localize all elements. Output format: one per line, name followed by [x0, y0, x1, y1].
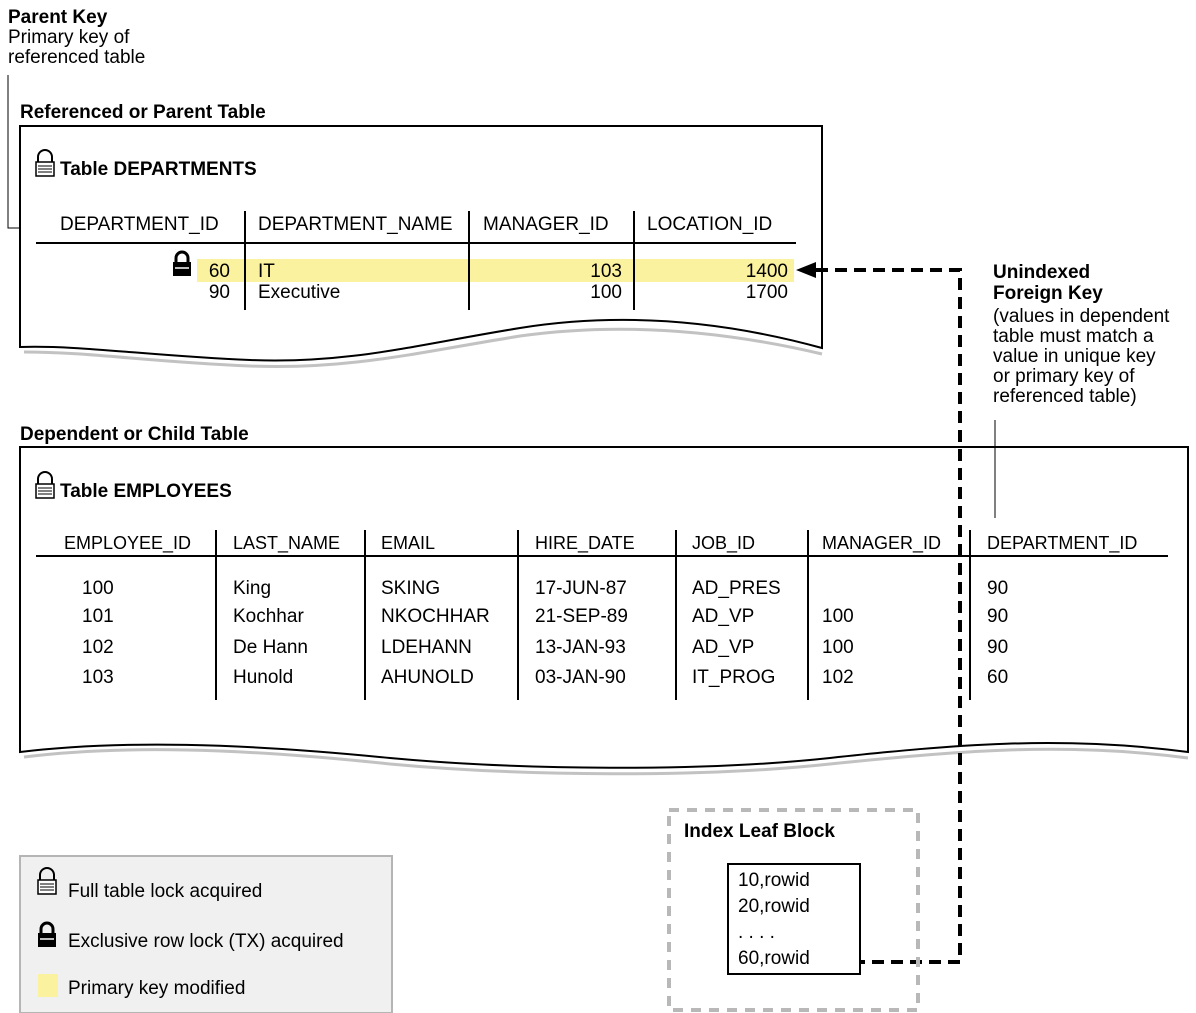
fk-arrowhead — [796, 262, 816, 278]
emp-cell: IT_PROG — [692, 667, 776, 688]
legend-highlight-swatch — [38, 974, 58, 997]
legend-label: Exclusive row lock (TX) acquired — [68, 931, 344, 952]
index-entry: 10,rowid — [738, 870, 810, 891]
dept-col-header: DEPARTMENT_ID — [60, 214, 219, 235]
emp-cell: King — [233, 578, 272, 599]
index-entries-box — [727, 863, 861, 975]
emp-cell: AD_VP — [692, 606, 755, 627]
emp-cell: SKING — [381, 578, 441, 599]
fk-title-2: Foreign Key — [993, 283, 1103, 304]
emp-col-header: JOB_ID — [692, 533, 756, 553]
index-entry: . . . . — [738, 922, 775, 943]
emp-col-header: EMAIL — [381, 533, 436, 553]
emp-col-header: EMPLOYEE_ID — [64, 533, 192, 553]
highlight-row-60 — [197, 259, 794, 282]
emp-cell: 100 — [822, 606, 854, 627]
fk-desc: (values in dependent — [993, 306, 1170, 327]
emp-cell: 03-JAN-90 — [535, 667, 626, 688]
dept-cell: 100 — [590, 282, 622, 303]
dept-col-header: LOCATION_ID — [647, 214, 773, 235]
emp-cell: 102 — [822, 667, 854, 688]
emp-cell: 100 — [82, 578, 114, 599]
employees-table-frame — [19, 446, 1189, 769]
emp-cell: AD_VP — [692, 637, 755, 658]
parent-key-line2: referenced table — [8, 47, 146, 68]
emp-cell: 60 — [987, 667, 1009, 688]
emp-col-header: MANAGER_ID — [822, 533, 942, 553]
emp-cell: 103 — [82, 667, 114, 688]
departments-table-shadow — [23, 327, 823, 369]
child-section-label: Dependent or Child Table — [20, 424, 249, 445]
dept-col-header: MANAGER_ID — [483, 214, 609, 235]
emp-cell: 90 — [987, 606, 1009, 627]
dept-cell: 1700 — [745, 282, 788, 303]
parent-key-connector — [7, 75, 20, 229]
parent-section-label: Referenced or Parent Table — [20, 102, 266, 123]
emp-cell: 101 — [82, 606, 114, 627]
emp-cell: 102 — [82, 637, 114, 658]
emp-cell: 90 — [987, 637, 1009, 658]
emp-cell: 90 — [987, 578, 1009, 599]
emp-col-header: DEPARTMENT_ID — [987, 533, 1138, 553]
employees-title: Table EMPLOYEES — [60, 481, 232, 502]
emp-cell: Hunold — [233, 667, 294, 688]
legend-label: Primary key modified — [68, 978, 246, 999]
emp-cell: LDEHANN — [381, 637, 472, 658]
parent-key-title: Parent Key — [8, 7, 108, 28]
fk-desc: or primary key of — [993, 366, 1135, 387]
departments-title: Table DEPARTMENTS — [60, 159, 257, 180]
dept-col-header: DEPARTMENT_NAME — [258, 214, 453, 235]
employees-table-shadow — [23, 747, 1189, 776]
dept-cell: 90 — [208, 282, 230, 303]
fk-desc: referenced table) — [993, 386, 1137, 407]
emp-cell: 100 — [822, 637, 854, 658]
legend-label: Full table lock acquired — [68, 881, 263, 902]
parent-key-line1: Primary key of — [8, 27, 130, 48]
emp-col-header: HIRE_DATE — [535, 533, 635, 553]
emp-cell: 13-JAN-93 — [535, 637, 626, 658]
index-leaf-block-frame — [667, 808, 920, 1012]
fk-desc: table must match a — [993, 326, 1154, 347]
dept-cell: 60 — [208, 261, 230, 282]
emp-col-header: LAST_NAME — [233, 533, 341, 553]
emp-cell: De Hann — [233, 637, 308, 658]
dept-cell: IT — [258, 261, 275, 282]
emp-cell: AHUNOLD — [381, 667, 474, 688]
emp-cell: 21-SEP-89 — [535, 606, 628, 627]
fk-desc: value in unique key — [993, 346, 1156, 367]
legend-box — [19, 855, 393, 1013]
index-entry: 60,rowid — [738, 948, 810, 969]
emp-cell: 17-JUN-87 — [535, 578, 627, 599]
fk-dashed-connector — [812, 268, 962, 964]
dept-cell: Executive — [258, 282, 341, 303]
index-leaf-block-title: Index Leaf Block — [684, 821, 835, 842]
emp-cell: Kochhar — [233, 606, 304, 627]
emp-cell: NKOCHHAR — [381, 606, 490, 627]
index-entry: 20,rowid — [738, 896, 810, 917]
dept-cell: 103 — [590, 261, 622, 282]
emp-cell: AD_PRES — [692, 578, 781, 599]
fk-title-1: Unindexed — [993, 262, 1091, 283]
dept-cell: 1400 — [745, 261, 788, 282]
